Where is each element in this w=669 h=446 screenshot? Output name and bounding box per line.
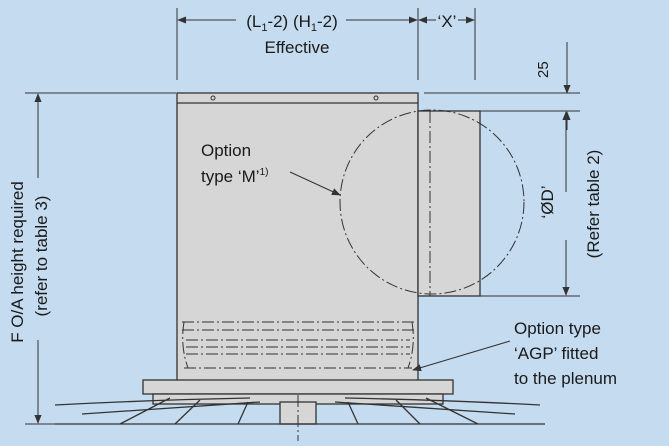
diameter-dimension: ‘ØD’ (Refer table 2) (480, 111, 603, 297)
agp-callout: Option type ‘AGP’ fitted to the plenum (412, 319, 617, 388)
lh-dimension-label: (L1-2) (H1-2) (246, 12, 338, 34)
plenum-box (176, 92, 419, 384)
plenum-body (176, 92, 419, 384)
top-dimension: (L1-2) (H1-2) Effective ‘X’ (176, 8, 476, 80)
agp-label-line3: to the plenum (514, 369, 617, 388)
blade-left-outer (54, 397, 251, 406)
agp-label-line1: Option type (514, 319, 601, 338)
blade-right-mid (334, 401, 516, 415)
effective-label: Effective (265, 38, 330, 57)
blade-left-mid (81, 401, 261, 415)
agp-curve-left (182, 321, 189, 369)
agp-curve-right (407, 321, 414, 369)
oa-height-label: F O/A height required (8, 181, 27, 343)
option-m-leader (289, 171, 341, 196)
option-m-callout: Option type ‘M’1) (201, 141, 341, 196)
cone-line-2 (174, 399, 201, 425)
diameter-label: ‘ØD’ (538, 185, 557, 218)
diffuser-face (54, 379, 545, 441)
blade-right-outer (344, 397, 541, 406)
cone-line-6 (425, 397, 479, 425)
cone-line-4 (347, 401, 359, 425)
option-label-line1: Option (201, 141, 251, 160)
fixing-hole-left (210, 95, 216, 101)
offset-dimension: 25 (424, 42, 580, 130)
offset-25-label: 25 (535, 61, 552, 78)
cone-line-1 (119, 397, 171, 425)
overall-height-dimension: F O/A height required (refer to table 3) (8, 92, 176, 425)
side-spigot (339, 109, 525, 297)
cone-line-3 (237, 401, 249, 425)
x-dimension-label: ‘X’ (438, 12, 457, 31)
spigot-body (417, 110, 481, 297)
refer-table-3-label: (refer to table 3) (32, 196, 51, 317)
agp-label-line2: ‘AGP’ fitted (514, 344, 598, 363)
option-m-circle (339, 109, 525, 295)
cone-line-5 (395, 399, 421, 425)
fixing-hole-right (373, 95, 379, 101)
refer-table-2-label: (Refer table 2) (584, 150, 603, 259)
diffuser-flange (142, 379, 454, 395)
agp-leader (412, 340, 511, 372)
option-label-line2: type ‘M’1) (201, 167, 268, 186)
